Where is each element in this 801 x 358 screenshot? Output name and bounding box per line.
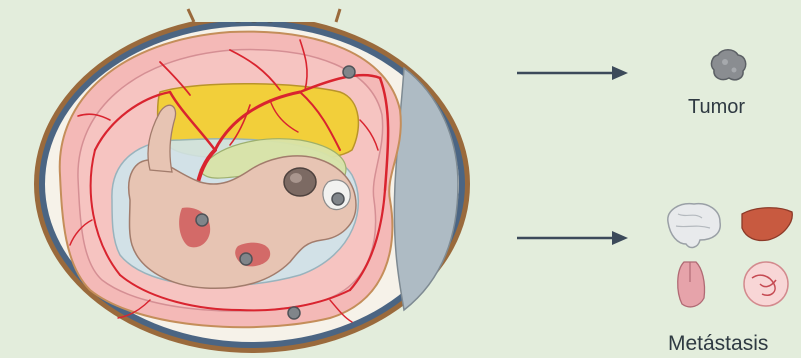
tumor-nodule <box>240 253 252 265</box>
tumor-label: Tumor <box>688 96 745 119</box>
arrow-right-icon <box>517 231 628 245</box>
tumor-nodule <box>332 193 344 205</box>
air-cell <box>394 68 458 310</box>
lung-icon <box>678 262 705 307</box>
metastasis-label: Metástasis <box>668 332 768 356</box>
embryo-eye <box>284 168 316 196</box>
egg-cross-section <box>34 9 470 353</box>
liver-icon <box>742 208 792 241</box>
shell-window <box>188 9 340 22</box>
tumor-mass-icon <box>711 50 745 80</box>
tumor-nodule <box>196 214 208 226</box>
tumor-nodule <box>288 307 300 319</box>
tumor-nodule <box>343 66 355 78</box>
eye-highlight <box>290 173 302 183</box>
brain-icon <box>668 204 720 248</box>
vascular-tissue-icon <box>744 262 788 306</box>
arrow-right-icon <box>517 66 628 80</box>
